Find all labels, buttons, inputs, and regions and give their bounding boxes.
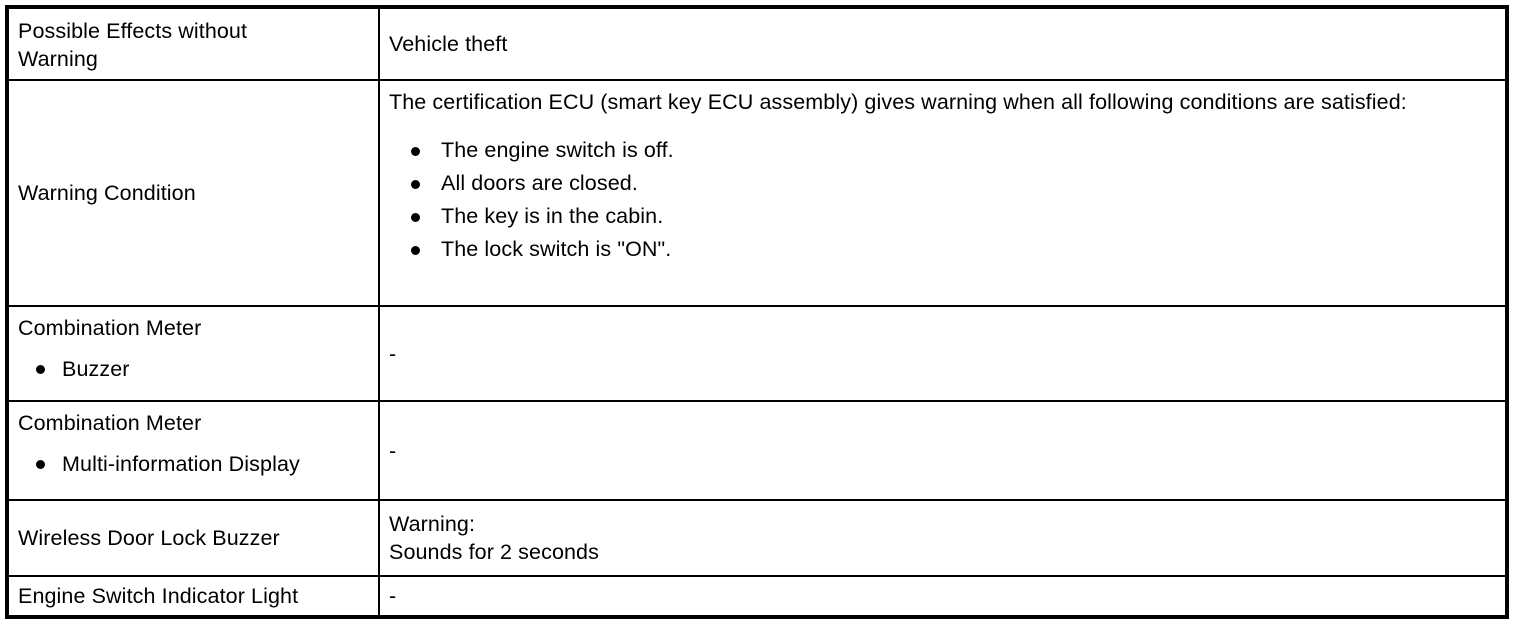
bullet-icon: [411, 147, 420, 156]
row-value-cell-possible-effects: Vehicle theft: [378, 6, 1508, 81]
value-line: -: [389, 341, 397, 366]
label-content: Engine Switch Indicator Light: [9, 577, 378, 615]
value-content: Vehicle theft: [380, 9, 1505, 79]
value-line: -: [389, 584, 397, 608]
row-label-cell-wireless-door-lock-buzzer: Wireless Door Lock Buzzer: [6, 499, 380, 577]
row-value-cell-wireless-door-lock-buzzer: Warning: Sounds for 2 seconds: [378, 499, 1508, 577]
list-item-label: Multi-information Display: [62, 452, 300, 476]
label-line: Wireless Door Lock Buzzer: [18, 526, 280, 550]
label-line: Warning: [18, 47, 98, 71]
label-line: Warning Condition: [18, 181, 196, 205]
label-content: Wireless Door Lock Buzzer: [9, 501, 378, 575]
row-label-cell-combination-meter-display: Combination Meter Multi-information Disp…: [6, 400, 380, 501]
label-line: Engine Switch Indicator Light: [18, 584, 299, 608]
table-row: Possible Effects without Warning Vehicle…: [6, 6, 1508, 81]
bullet-icon: [411, 246, 420, 255]
list-item: All doors are closed.: [389, 167, 1496, 200]
label-content: Warning Condition: [9, 81, 378, 305]
row-value-cell-combination-meter-display: -: [378, 400, 1508, 501]
list-item: The engine switch is off.: [389, 134, 1496, 167]
list-item-label: Buzzer: [62, 357, 130, 381]
warning-condition-intro: The certification ECU (smart key ECU ass…: [389, 90, 1407, 114]
row-label-cell-warning-condition: Warning Condition: [6, 79, 380, 307]
list-item-label: The key is in the cabin.: [441, 204, 664, 228]
bullet-icon: [411, 213, 420, 222]
row-label-cell-engine-switch-indicator-light: Engine Switch Indicator Light: [6, 575, 380, 618]
list-item-label: All doors are closed.: [441, 171, 638, 195]
label-content: Possible Effects without Warning: [9, 9, 378, 79]
label-content: Combination Meter Multi-information Disp…: [9, 402, 378, 499]
row-label-cell-possible-effects: Possible Effects without Warning: [6, 6, 380, 81]
table-row: Warning Condition The certification ECU …: [6, 79, 1508, 307]
value-content: -: [380, 402, 1505, 499]
list-item: The lock switch is "ON".: [389, 233, 1496, 266]
value-line: Sounds for 2 seconds: [389, 540, 599, 564]
value-line: -: [389, 438, 397, 463]
bullet-icon: [411, 180, 420, 189]
row-value-cell-engine-switch-indicator-light: -: [378, 575, 1508, 618]
value-line: Vehicle theft: [389, 32, 508, 56]
warning-condition-bullet-list: The engine switch is off. All doors are …: [389, 134, 1496, 266]
table-row: Engine Switch Indicator Light -: [6, 575, 1508, 618]
label-line: Combination Meter: [18, 316, 202, 340]
row-value-cell-combination-meter-buzzer: -: [378, 305, 1508, 402]
value-content: Warning: Sounds for 2 seconds: [380, 501, 1505, 575]
value-content: -: [380, 307, 1505, 400]
label-bullet-list: Buzzer: [18, 354, 369, 384]
bullet-icon: [36, 365, 45, 374]
row-label-cell-combination-meter-buzzer: Combination Meter Buzzer: [6, 305, 380, 402]
row-value-cell-warning-condition: The certification ECU (smart key ECU ass…: [378, 79, 1508, 307]
list-item-label: The engine switch is off.: [441, 138, 674, 162]
label-line: Combination Meter: [18, 411, 202, 435]
value-line: Warning:: [389, 512, 476, 536]
list-item: Buzzer: [18, 354, 369, 384]
label-line: Possible Effects without: [18, 19, 248, 43]
value-content: The certification ECU (smart key ECU ass…: [380, 81, 1505, 305]
value-content: -: [380, 577, 1505, 615]
table-row: Wireless Door Lock Buzzer Warning: Sound…: [6, 499, 1508, 577]
spacer: [18, 437, 369, 449]
label-bullet-list: Multi-information Display: [18, 449, 369, 479]
warning-specification-table: Possible Effects without Warning Vehicle…: [5, 5, 1509, 619]
label-content: Combination Meter Buzzer: [9, 307, 378, 400]
list-item: Multi-information Display: [18, 449, 369, 479]
spacer: [389, 117, 1496, 134]
list-item: The key is in the cabin.: [389, 200, 1496, 233]
table-row: Combination Meter Buzzer -: [6, 305, 1508, 402]
spacer: [18, 342, 369, 354]
table-row: Combination Meter Multi-information Disp…: [6, 400, 1508, 501]
bullet-icon: [36, 460, 45, 469]
list-item-label: The lock switch is "ON".: [441, 237, 672, 261]
